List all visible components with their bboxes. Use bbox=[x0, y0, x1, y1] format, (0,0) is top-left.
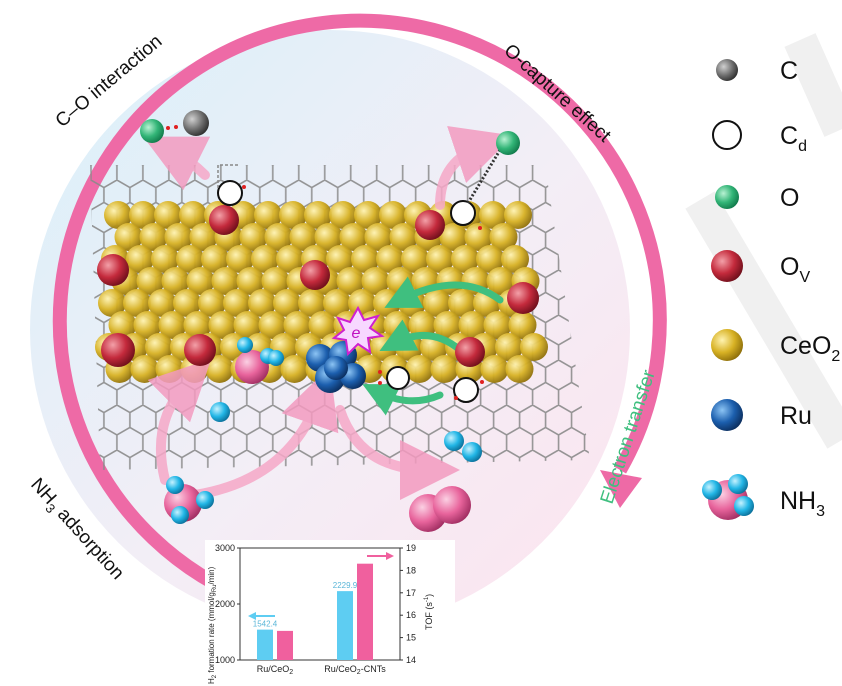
ru-legend-icon bbox=[711, 399, 743, 431]
nh3-legend-icon bbox=[702, 474, 754, 520]
bar-tof bbox=[357, 563, 373, 660]
cd-vacancies bbox=[217, 180, 479, 403]
ceo2-legend-icon bbox=[711, 329, 743, 361]
category-label: Ru/CeO2 bbox=[257, 664, 294, 676]
h-atom bbox=[210, 402, 230, 422]
y2-tick-label: 14 bbox=[406, 655, 416, 665]
electron-star bbox=[331, 305, 385, 357]
cd-legend-label: Cd bbox=[780, 122, 807, 155]
y-axis-label: H2 formation rate (mmol/gRu/min) bbox=[207, 566, 218, 684]
ov-legend-label: OV bbox=[780, 253, 810, 286]
ru-legend-label: Ru bbox=[780, 402, 812, 430]
red-bond-dots bbox=[166, 125, 484, 400]
incoming-nh3 bbox=[164, 476, 214, 524]
y2-tick-label: 19 bbox=[406, 543, 416, 553]
bar-h2-rate bbox=[337, 591, 353, 660]
ru-cluster bbox=[306, 341, 366, 393]
o-legend-icon bbox=[715, 185, 739, 209]
y2-tick-label: 18 bbox=[406, 565, 416, 575]
y2-tick-label: 17 bbox=[406, 588, 416, 598]
chart-background bbox=[205, 540, 455, 686]
y2-axis-label: TOF (s-1) bbox=[424, 594, 434, 630]
ov-legend-icon bbox=[711, 250, 743, 282]
bar-data-label: 1542.4 bbox=[253, 620, 278, 629]
c-legend-icon bbox=[716, 59, 738, 81]
n2-molecule bbox=[409, 486, 471, 532]
c-legend-label: C bbox=[780, 57, 798, 85]
bar-h2-rate bbox=[257, 629, 273, 660]
bar-data-label: 2229.9 bbox=[333, 581, 358, 590]
ov-spheres bbox=[97, 205, 539, 367]
electron-arrows bbox=[362, 276, 504, 416]
y-tick-label: 1000 bbox=[215, 655, 235, 665]
inset-chart: 1000 2000 3000 14 15 16 17 18 19 1542.4Ru/CeO2 222… bbox=[205, 540, 455, 686]
y-tick-label: 3000 bbox=[215, 543, 235, 553]
y2-tick-label: 15 bbox=[406, 633, 416, 643]
y2-tick-label: 16 bbox=[406, 610, 416, 620]
bar-tof bbox=[277, 630, 293, 660]
cycle-ring-arrowhead bbox=[600, 470, 642, 508]
cd-legend-icon bbox=[712, 120, 742, 150]
adsorbed-nh3 bbox=[235, 337, 284, 384]
background-strokes bbox=[685, 33, 842, 449]
h2-molecule bbox=[444, 431, 482, 462]
c-atom bbox=[183, 110, 209, 136]
process-arrows bbox=[143, 126, 514, 500]
o-atom bbox=[140, 119, 164, 143]
o-legend-label: O bbox=[780, 184, 799, 212]
category-label: Ru/CeO2-CNTs bbox=[324, 664, 386, 676]
captured-o-atom bbox=[496, 131, 520, 155]
ceo2-legend-label: CeO2 bbox=[780, 332, 840, 365]
co-bond-dashed bbox=[217, 164, 240, 188]
cycle-ring bbox=[52, 13, 667, 628]
y-tick-label: 2000 bbox=[215, 599, 235, 609]
nh3-legend-label: NH3 bbox=[780, 487, 825, 520]
electron-symbol: e bbox=[352, 325, 361, 342]
